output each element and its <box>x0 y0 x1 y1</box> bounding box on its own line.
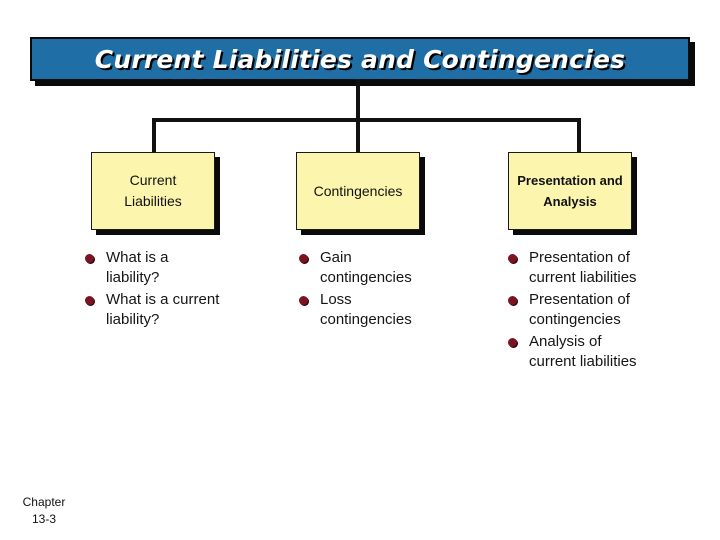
bullet-icon <box>85 296 94 305</box>
chapter-text: Chapter <box>22 495 66 509</box>
bullet-list-current-liabilities: What is a liability? What is a current l… <box>85 248 225 332</box>
topic-box-contingencies: Contingencies <box>296 152 420 230</box>
topic-box-current-liabilities: Current Liabilities <box>91 152 215 230</box>
list-item-text: Loss contingencies <box>320 291 412 328</box>
page-title: Current Liabilities and Contingencies <box>94 44 626 74</box>
list-item-text: Analysis of current liabilities <box>529 333 637 370</box>
list-item: Analysis of current liabilities <box>508 332 643 371</box>
list-item: Gain contingencies <box>299 248 424 287</box>
list-item: Loss contingencies <box>299 290 424 329</box>
bullet-list-contingencies: Gain contingencies Loss contingencies <box>299 248 424 332</box>
topic-heading-line: Current <box>129 172 177 188</box>
topic-heading-line: Presentation and <box>517 173 623 188</box>
bullet-icon <box>508 338 517 347</box>
list-item-text: What is a current liability? <box>106 291 220 328</box>
list-item: Presentation of contingencies <box>508 290 643 329</box>
topic-heading-line: Liabilities <box>124 193 182 209</box>
bullet-icon <box>299 296 308 305</box>
list-item-text: Gain contingencies <box>320 249 412 286</box>
topic-heading-line: Contingencies <box>313 182 403 199</box>
bullet-icon <box>299 254 308 263</box>
bullet-icon <box>508 296 517 305</box>
chapter-number: 13-3 <box>31 512 57 526</box>
topic-box-presentation-analysis: Presentation and Analysis <box>508 152 632 230</box>
bullet-icon <box>85 254 94 263</box>
list-item-text: Presentation of current liabilities <box>529 249 637 286</box>
list-item: What is a liability? <box>85 248 225 287</box>
chapter-label: Chapter 13-3 <box>12 494 76 528</box>
list-item-text: Presentation of contingencies <box>529 291 630 328</box>
list-item: What is a current liability? <box>85 290 225 329</box>
title-banner: Current Liabilities and Contingencies <box>30 37 690 81</box>
topic-heading-line: Analysis <box>543 194 597 209</box>
bullet-list-presentation-analysis: Presentation of current liabilities Pres… <box>508 248 643 374</box>
list-item: Presentation of current liabilities <box>508 248 643 287</box>
bullet-icon <box>508 254 517 263</box>
list-item-text: What is a liability? <box>106 249 169 286</box>
